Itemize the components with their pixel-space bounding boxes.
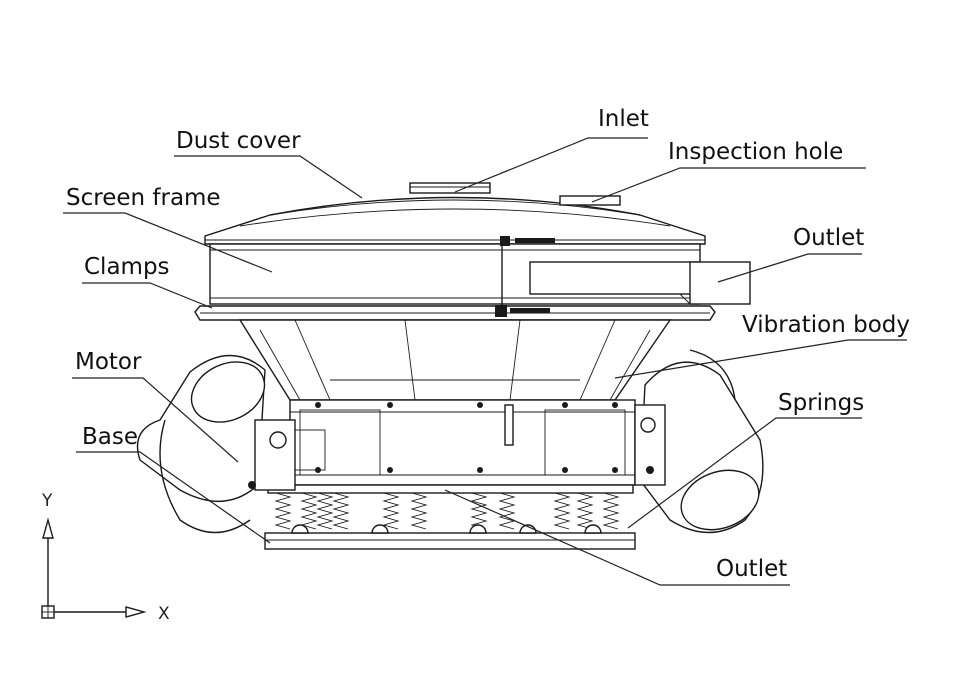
- leader-motor: [72, 377, 239, 463]
- dust-cover: [204, 196, 706, 245]
- label-screen-frame: Screen frame: [66, 185, 221, 211]
- label-outlet-top: Outlet: [793, 225, 864, 251]
- ucs-axis-icon: Y X: [41, 491, 170, 624]
- leader-dust-cover: [174, 155, 363, 199]
- label-outlet-bottom: Outlet: [716, 556, 787, 582]
- inspection-hole: [559, 195, 621, 206]
- leader-clamps: [82, 282, 213, 309]
- motor-right: [634, 349, 764, 534]
- clamps-ring: [194, 236, 716, 321]
- leader-lines: [63, 137, 907, 586]
- label-dust-cover: Dust cover: [176, 128, 301, 154]
- leader-outlet-bottom: [444, 489, 790, 586]
- axis-label-y: Y: [41, 491, 53, 511]
- outlet-top: [529, 261, 751, 305]
- label-inlet: Inlet: [598, 106, 649, 132]
- label-springs: Springs: [778, 390, 864, 416]
- leader-vibration-body: [614, 339, 907, 379]
- springs: [267, 484, 634, 530]
- label-inspection-hole: Inspection hole: [668, 139, 843, 165]
- inlet: [409, 182, 491, 194]
- label-vibration-body: Vibration body: [742, 312, 910, 338]
- axis-label-x: X: [158, 604, 170, 624]
- base-plate: [264, 524, 636, 550]
- lower-frame: [289, 399, 636, 486]
- machine-drawing: [136, 182, 764, 550]
- leader-screen-frame: [63, 212, 273, 273]
- vibration-body: [238, 319, 672, 401]
- label-base: Base: [82, 424, 138, 450]
- leader-inlet: [454, 137, 648, 193]
- label-motor: Motor: [75, 349, 142, 375]
- leader-springs: [627, 417, 862, 529]
- leader-base: [76, 451, 271, 544]
- label-clamps: Clamps: [84, 254, 170, 280]
- labels: Dust cover Inlet Inspection hole Screen …: [66, 106, 910, 582]
- leader-outlet-top: [717, 253, 862, 283]
- motor-left: [136, 354, 326, 534]
- leader-inspection-hole: [591, 167, 866, 203]
